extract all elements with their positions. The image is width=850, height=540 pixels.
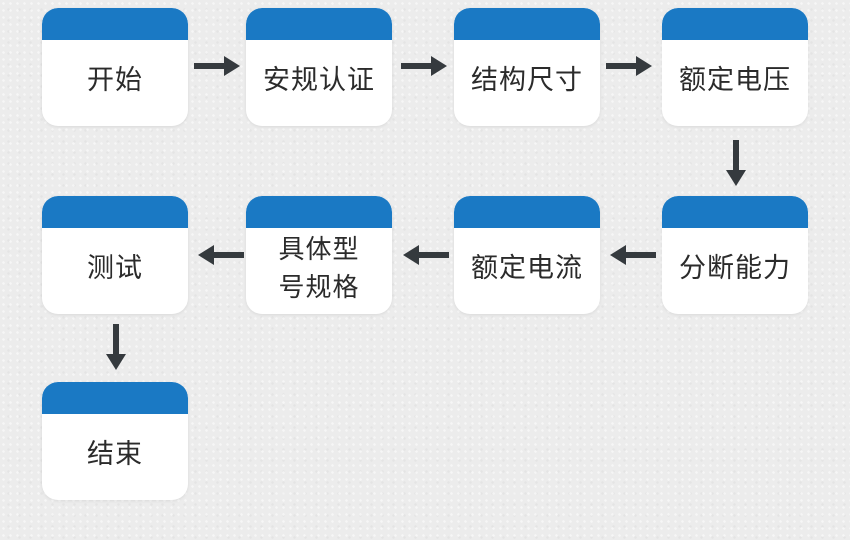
step-card-structure: 结构尺寸 <box>454 8 600 126</box>
step-card-start: 开始 <box>42 8 188 126</box>
step-label: 分断能力 <box>679 253 791 285</box>
step-card-end: 结束 <box>42 382 188 500</box>
card-header-bar <box>246 8 392 40</box>
step-label: 具体型 号规格 <box>278 235 360 303</box>
card-header-bar <box>42 196 188 228</box>
step-label: 结构尺寸 <box>471 65 583 97</box>
step-label: 额定电流 <box>471 253 583 285</box>
arrow-right-icon <box>606 54 654 78</box>
arrow-left-icon <box>196 243 244 267</box>
step-label: 结束 <box>87 439 143 471</box>
step-label: 安规认证 <box>263 65 375 97</box>
arrow-right-icon <box>194 54 242 78</box>
card-header-bar <box>42 8 188 40</box>
arrow-down-icon <box>104 324 128 372</box>
step-card-safety: 安规认证 <box>246 8 392 126</box>
step-card-rated-current: 额定电流 <box>454 196 600 314</box>
arrow-right-icon <box>401 54 449 78</box>
step-card-rated-voltage: 额定电压 <box>662 8 808 126</box>
step-label: 测试 <box>87 253 143 285</box>
step-card-breaking: 分断能力 <box>662 196 808 314</box>
step-label: 额定电压 <box>679 65 791 97</box>
card-header-bar <box>662 8 808 40</box>
card-header-bar <box>246 196 392 228</box>
arrow-down-icon <box>724 140 748 188</box>
card-header-bar <box>42 382 188 414</box>
card-header-bar <box>454 8 600 40</box>
arrow-left-icon <box>401 243 449 267</box>
step-card-model-spec: 具体型 号规格 <box>246 196 392 314</box>
card-header-bar <box>662 196 808 228</box>
card-header-bar <box>454 196 600 228</box>
arrow-left-icon <box>608 243 656 267</box>
step-label: 开始 <box>87 65 143 97</box>
step-card-test: 测试 <box>42 196 188 314</box>
